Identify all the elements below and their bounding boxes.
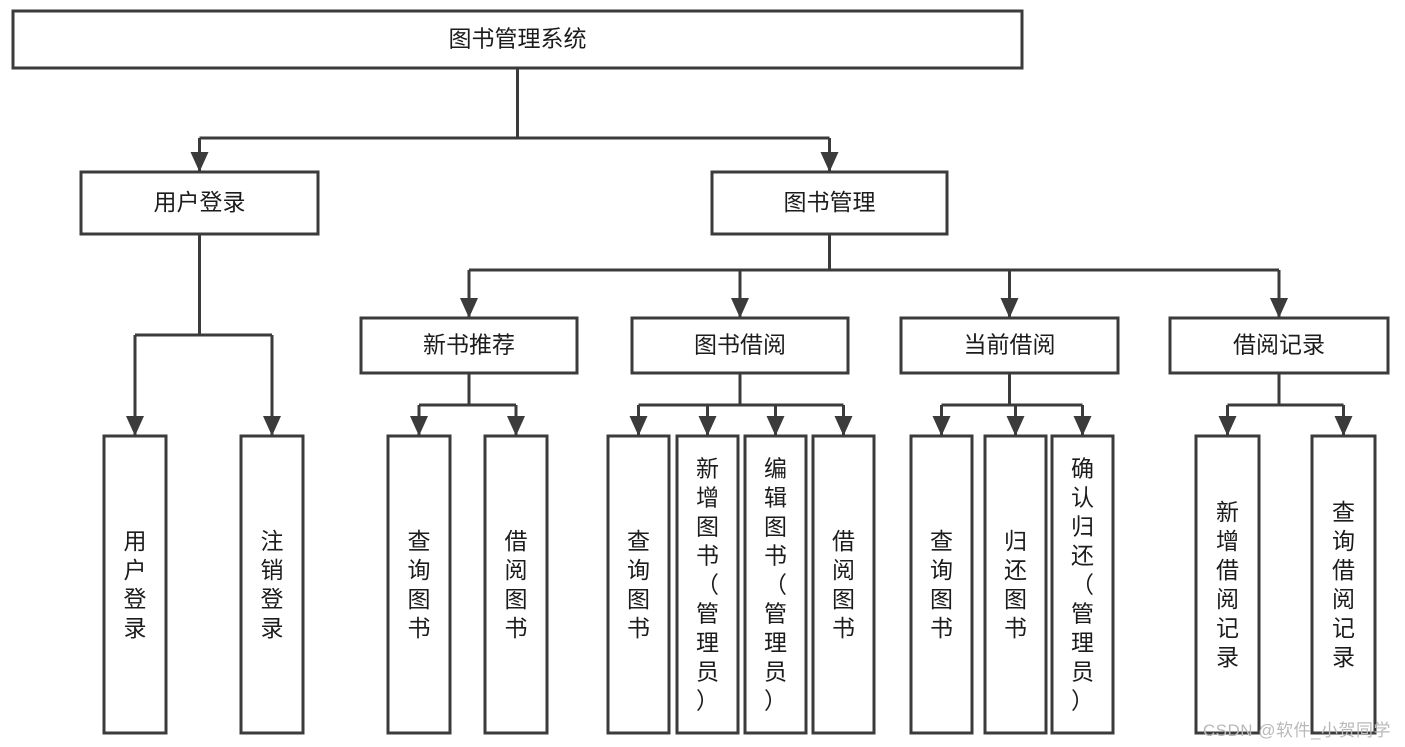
node-box xyxy=(899,316,1120,375)
arrow-head-icon xyxy=(1334,416,1353,436)
node-label: 查询借阅记录 xyxy=(1332,499,1355,670)
node-box xyxy=(743,434,808,735)
node-box xyxy=(909,434,974,735)
node-leaf-query-record[interactable]: 查询借阅记录 xyxy=(1310,434,1377,735)
node-label: 借阅图书 xyxy=(832,528,855,641)
nodes-layer: 图书管理系统用户登录图书管理新书推荐图书借阅当前借阅借阅记录用户登录注销登录查询… xyxy=(11,9,1390,735)
edge-group-current-borrow xyxy=(932,373,1092,436)
node-box xyxy=(630,316,850,375)
node-label: 用户登录 xyxy=(124,528,147,641)
edges-layer xyxy=(126,68,1353,436)
arrow-head-icon xyxy=(731,298,749,318)
arrow-head-icon xyxy=(507,416,525,436)
arrow-head-icon xyxy=(698,416,717,436)
node-leaf-user-logout[interactable]: 注销登录 xyxy=(239,434,305,735)
node-box xyxy=(1310,434,1377,735)
node-label: 借阅图书 xyxy=(505,528,528,641)
node-label: 新书推荐 xyxy=(423,332,515,358)
node-label: 当前借阅 xyxy=(964,332,1056,358)
node-label: 编辑图书（管理员） xyxy=(764,456,787,714)
node-label: 查询图书 xyxy=(930,528,953,641)
arrow-head-icon xyxy=(1000,298,1019,318)
node-box xyxy=(79,170,320,236)
node-box xyxy=(1168,316,1390,375)
node-label: 借阅记录 xyxy=(1233,332,1325,358)
edge-group-user-login xyxy=(126,234,281,436)
node-label: 查询图书 xyxy=(627,528,650,641)
node-label: 新增借阅记录 xyxy=(1216,499,1239,670)
arrow-head-icon xyxy=(1218,416,1237,436)
node-leaf-query-book-2[interactable]: 查询图书 xyxy=(606,434,671,735)
node-book-borrow[interactable]: 图书借阅 xyxy=(630,316,850,375)
edge-group-borrow-record xyxy=(1218,373,1353,436)
arrow-head-icon xyxy=(834,416,853,436)
edge-group-new-book-rec xyxy=(410,373,525,436)
node-leaf-add-book[interactable]: 新增图书（管理员） xyxy=(675,434,740,735)
node-box xyxy=(102,434,168,735)
node-label: 查询图书 xyxy=(408,528,431,641)
node-leaf-confirm-return[interactable]: 确认归还（管理员） xyxy=(1050,434,1115,735)
node-label: 用户登录 xyxy=(154,189,246,215)
node-label: 图书管理系统 xyxy=(449,26,587,52)
arrow-head-icon xyxy=(410,416,428,436)
node-leaf-query-book-1[interactable]: 查询图书 xyxy=(386,434,452,735)
edge-group-root xyxy=(190,68,839,172)
node-user-login[interactable]: 用户登录 xyxy=(79,170,320,236)
arrow-head-icon xyxy=(932,416,951,436)
node-book-manage[interactable]: 图书管理 xyxy=(710,170,949,236)
node-leaf-add-record[interactable]: 新增借阅记录 xyxy=(1194,434,1261,735)
node-leaf-borrow-book-1[interactable]: 借阅图书 xyxy=(483,434,549,735)
node-box xyxy=(483,434,549,735)
arrow-head-icon xyxy=(766,416,785,436)
arrow-head-icon xyxy=(820,152,839,172)
arrow-head-icon xyxy=(263,416,281,436)
node-box xyxy=(675,434,740,735)
node-label: 新增图书（管理员） xyxy=(696,456,719,714)
node-box xyxy=(359,316,579,375)
node-label: 图书借阅 xyxy=(694,332,786,358)
node-root-图书管理系统[interactable]: 图书管理系统 xyxy=(11,9,1024,70)
node-box xyxy=(811,434,876,735)
edge-group-book-manage xyxy=(460,234,1288,318)
node-box xyxy=(386,434,452,735)
node-box xyxy=(710,170,949,236)
node-box xyxy=(239,434,305,735)
node-leaf-query-book-3[interactable]: 查询图书 xyxy=(909,434,974,735)
node-label: 注销登录 xyxy=(261,528,284,641)
node-box xyxy=(606,434,671,735)
edge-group-book-borrow xyxy=(629,373,853,436)
arrow-head-icon xyxy=(126,416,144,436)
node-label: 图书管理 xyxy=(784,189,876,215)
arrow-head-icon xyxy=(460,298,478,318)
node-leaf-borrow-book-2[interactable]: 借阅图书 xyxy=(811,434,876,735)
node-leaf-edit-book[interactable]: 编辑图书（管理员） xyxy=(743,434,808,735)
arrow-head-icon xyxy=(1270,298,1288,318)
arrow-head-icon xyxy=(1073,416,1092,436)
arrow-head-icon xyxy=(629,416,648,436)
arrow-head-icon xyxy=(1006,416,1025,436)
node-leaf-return-book[interactable]: 归还图书 xyxy=(983,434,1048,735)
node-current-borrow[interactable]: 当前借阅 xyxy=(899,316,1120,375)
node-box xyxy=(983,434,1048,735)
node-box xyxy=(1194,434,1261,735)
node-label: 归还图书 xyxy=(1004,528,1027,641)
node-box xyxy=(1050,434,1115,735)
node-box xyxy=(11,9,1024,70)
node-leaf-user-login[interactable]: 用户登录 xyxy=(102,434,168,735)
node-borrow-record[interactable]: 借阅记录 xyxy=(1168,316,1390,375)
node-new-book-rec[interactable]: 新书推荐 xyxy=(359,316,579,375)
node-label: 确认归还（管理员） xyxy=(1071,456,1094,714)
arrow-head-icon xyxy=(190,152,209,172)
